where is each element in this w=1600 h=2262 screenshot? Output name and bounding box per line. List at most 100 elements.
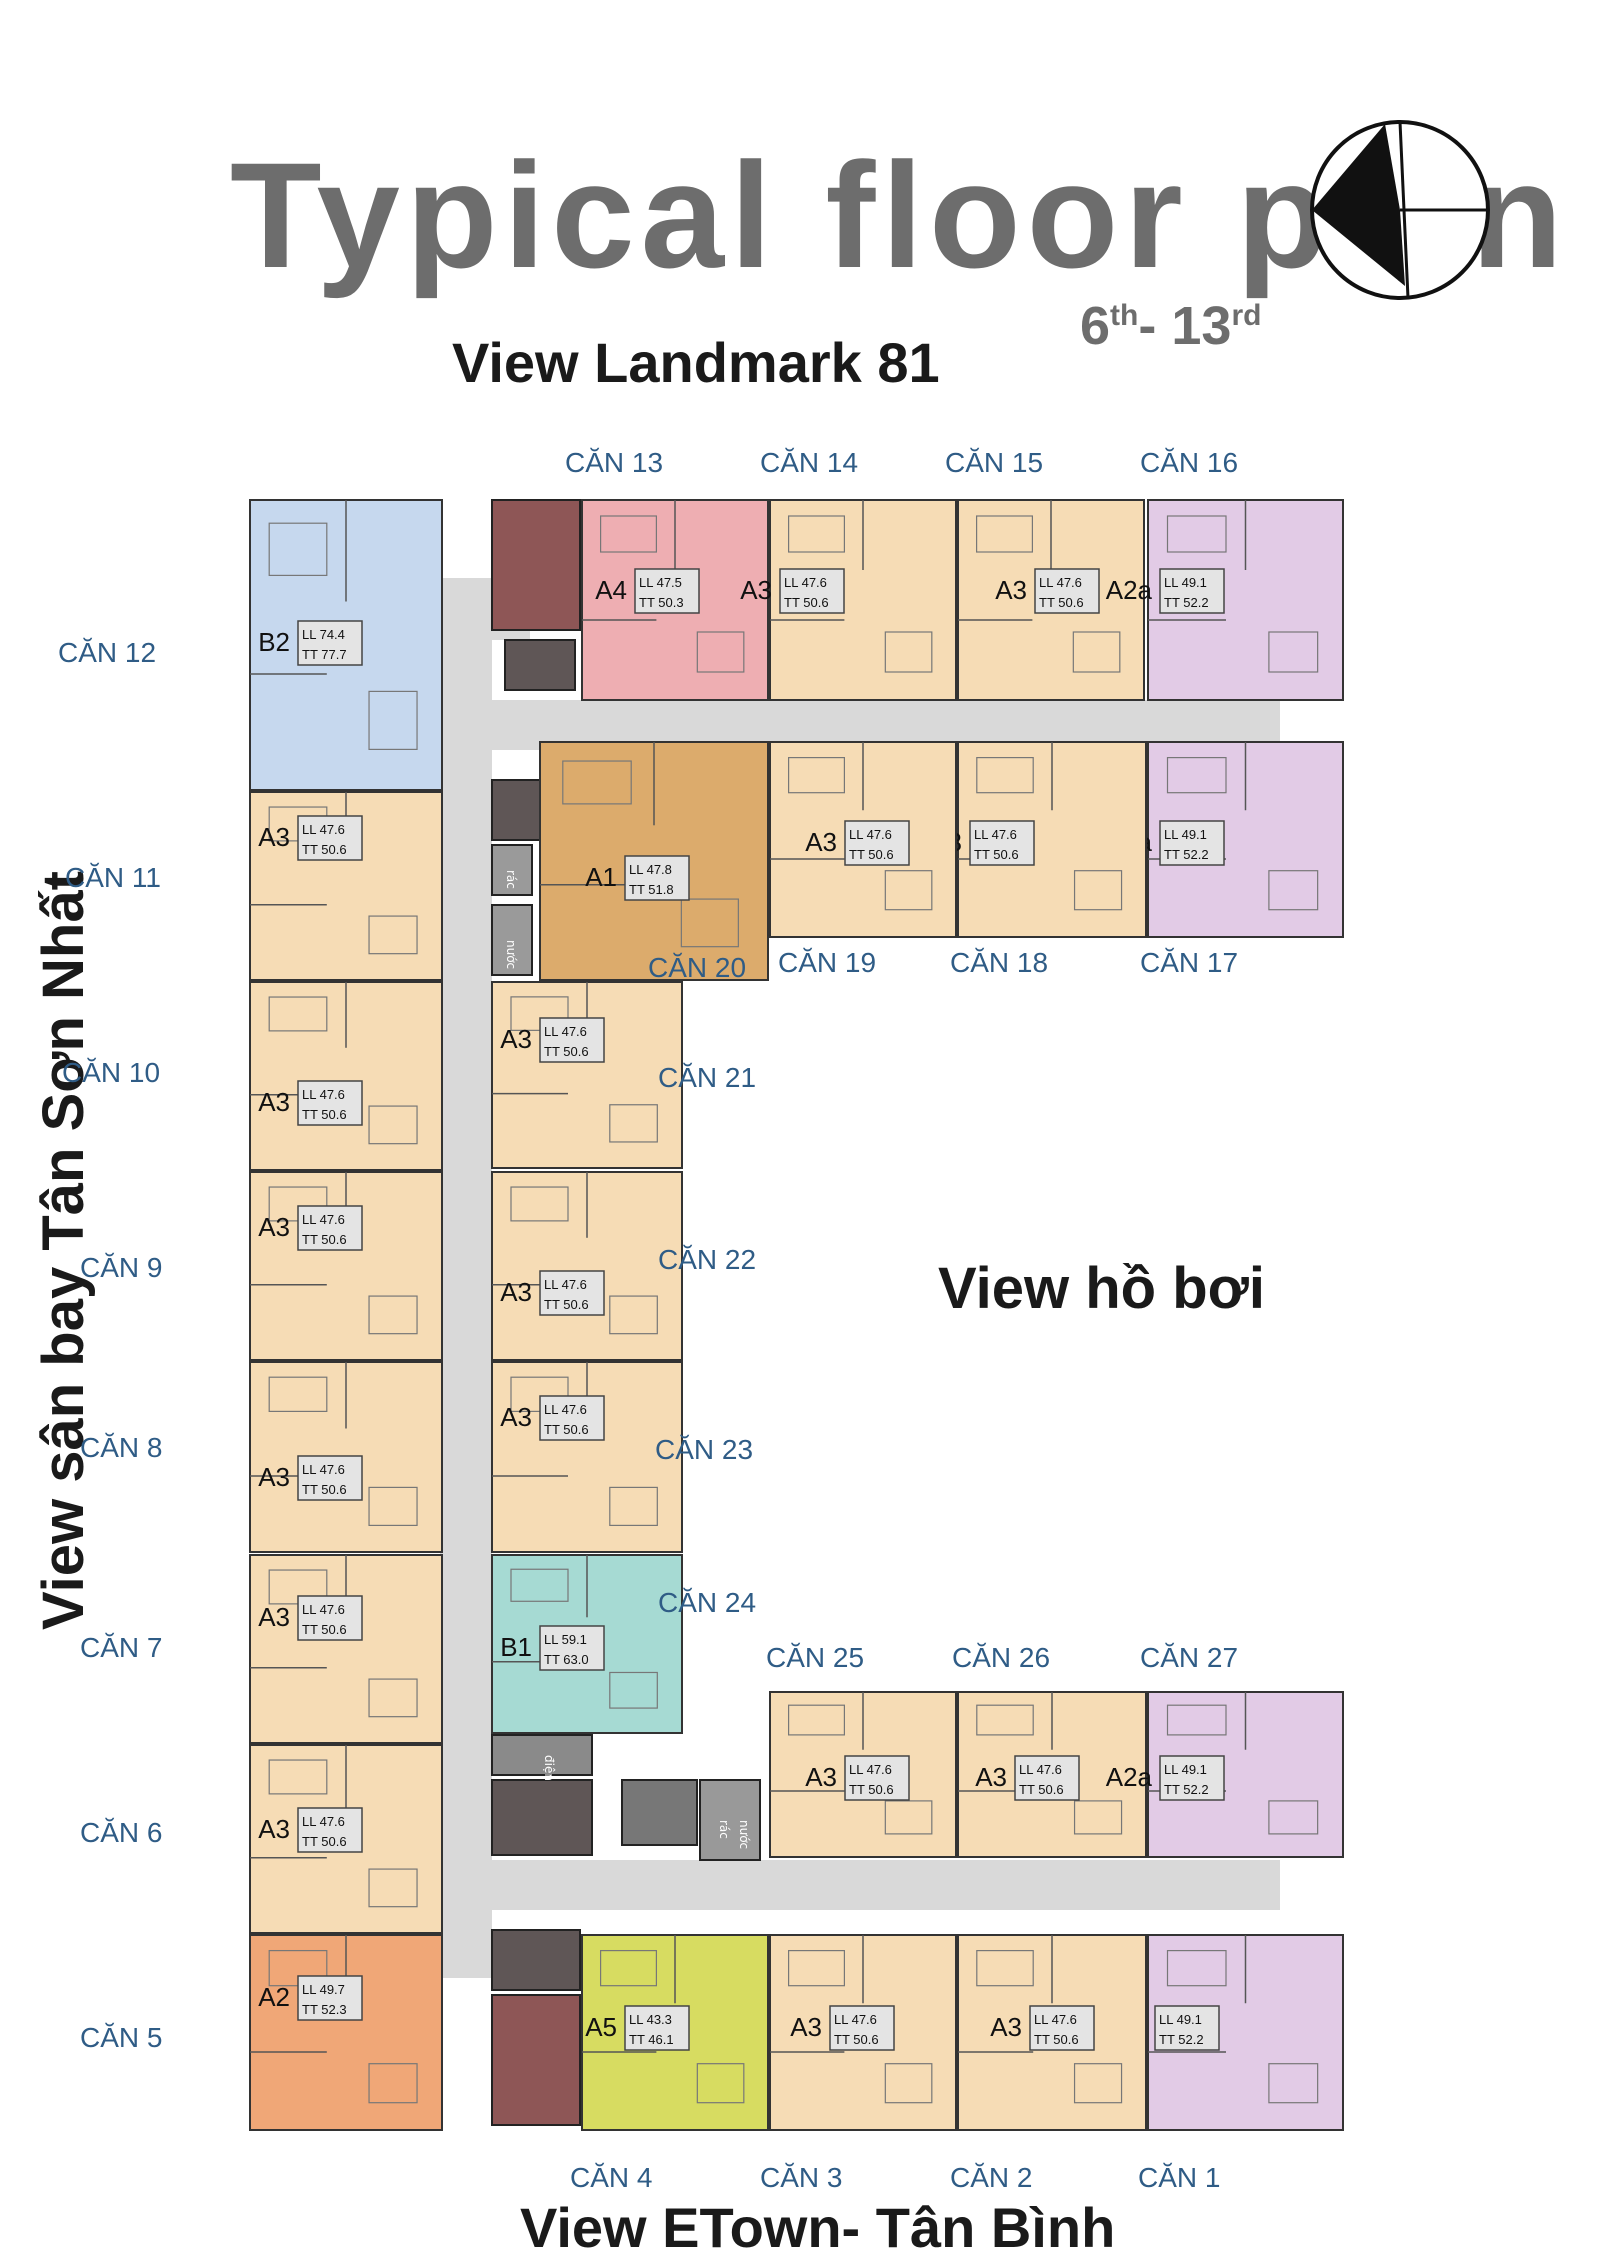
area-ll: LL 59.1 [544,1632,587,1647]
table-icon [609,1671,658,1709]
area-ll: LL 47.6 [302,1602,345,1617]
unit-label-15: CĂN 15 [945,447,1044,478]
unit-label-27: CĂN 27 [1140,1642,1239,1673]
area-ll: LL 47.6 [544,1277,587,1292]
area-box [1014,1755,1080,1801]
bed-icon [976,1704,1034,1736]
bed-icon [599,515,657,553]
area-tt: TT 50.6 [1019,1782,1064,1797]
unit-label-16: CĂN 16 [1140,447,1239,478]
unit-6: A3 LL 47.6 TT 50.6 [249,1744,443,1934]
bed-icon [1166,515,1227,553]
area-tt: TT 50.6 [302,1232,347,1247]
table-icon [368,2063,418,2104]
table-icon [1268,2063,1319,2104]
floor-range: 6th- 13rd [1080,295,1261,357]
area-ll: LL 49.1 [1164,827,1207,842]
stair-bottom [491,1994,581,2126]
area-ll: LL 47.6 [849,827,892,842]
area-ll: LL 47.6 [834,2012,877,2027]
area-ll: LL 47.5 [639,575,682,590]
unit-type: A2a [1106,575,1153,605]
table-icon [609,1104,658,1143]
room-label-trash: rác [717,1820,731,1839]
table-icon [884,870,933,911]
area-box [779,568,845,614]
unit-label-12: CĂN 12 [58,637,157,668]
unit-label-22: CĂN 22 [658,1244,757,1275]
unit-label-5: CĂN 5 [80,2022,163,2053]
area-box [297,815,363,861]
bed-icon [787,1949,845,1987]
floor-from: 6 [1080,296,1111,356]
bed-icon [562,760,632,805]
unit-type: A3 [790,2012,822,2042]
table-icon [696,2063,745,2104]
unit-type: A2 [258,1982,290,2012]
area-ll: LL 47.6 [544,1024,587,1039]
unit-type: A3 [258,1212,290,1242]
area-tt: TT 50.6 [302,1482,347,1497]
unit-label-2: CĂN 2 [950,2162,1033,2193]
area-box [297,1807,363,1853]
table-icon [884,2063,933,2104]
unit-type: A3 [805,827,837,857]
unit-type: A3 [990,2012,1022,2042]
area-ll: LL 47.6 [544,1402,587,1417]
area-ll: LL 43.3 [629,2012,672,2027]
table-icon [368,1295,418,1335]
lift-top [504,639,576,691]
room-label-lift: điện [542,1755,556,1781]
area-tt: TT 50.6 [1034,2032,1079,2047]
lift-bottom [491,1929,581,1991]
area-box [1159,820,1225,866]
area-box [539,1017,605,1063]
unit-type: A3 [258,1814,290,1844]
table-icon [368,1868,418,1908]
unit-type: A3 [995,575,1027,605]
table-icon [609,1486,658,1527]
unit-label-18: CĂN 18 [950,947,1049,978]
compass-icon [1310,120,1490,300]
service-lower-2 [621,1779,698,1846]
bed-icon [268,996,328,1032]
area-tt: TT 52.2 [1164,595,1209,610]
unit-label-25: CĂN 25 [766,1642,865,1673]
area-box [1034,568,1100,614]
unit-type: B1 [500,1632,532,1662]
area-tt: TT 52.2 [1159,2032,1204,2047]
lifts-mid-lower [491,1779,593,1856]
floor-sep: - [1138,296,1172,356]
area-ll: LL 47.6 [302,1814,345,1829]
unit-type: A3 [500,1024,532,1054]
area-tt: TT 46.1 [629,2032,674,2047]
area-box [539,1625,605,1671]
bed-icon [1166,1704,1227,1736]
unit-type: A3 [740,575,772,605]
unit-label-20: CĂN 20 [648,952,747,983]
area-tt: TT 51.8 [629,882,674,897]
unit-label-1: CĂN 1 [1138,2162,1221,2193]
unit-label-3: CĂN 3 [760,2162,843,2193]
table-icon [1073,2063,1123,2104]
area-box [844,820,910,866]
area-box [624,2005,690,2051]
area-box [1159,1755,1225,1801]
unit-label-17: CĂN 17 [1140,947,1239,978]
area-tt: TT 50.6 [302,1834,347,1849]
area-ll: LL 47.6 [1039,575,1082,590]
cores: điệnrácnướcđiệnrácnước [491,499,761,2126]
area-box [634,568,700,614]
